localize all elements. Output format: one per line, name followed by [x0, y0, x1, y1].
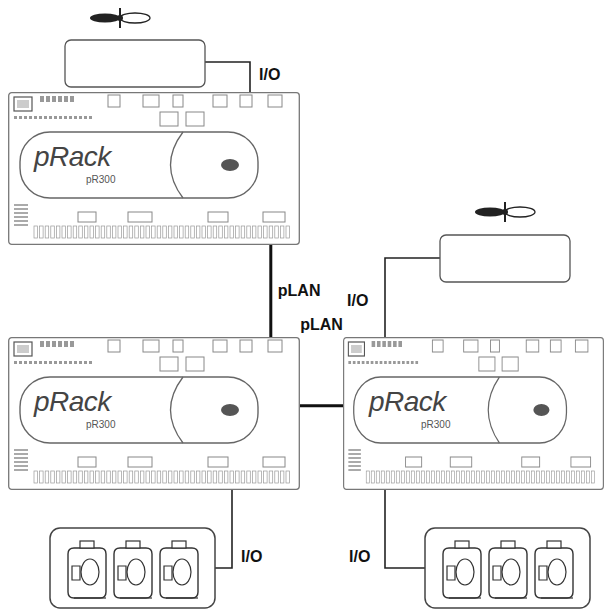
- fan-box: [65, 40, 205, 87]
- compressor-symbol: [535, 541, 573, 598]
- model-name: pR300: [86, 419, 115, 430]
- signal-label: I/O: [240, 548, 263, 566]
- fan-symbol: [90, 8, 150, 28]
- compressor-box: [425, 528, 590, 608]
- io-wire: [205, 62, 250, 92]
- signal-label: I/O: [348, 548, 371, 566]
- io-wire: [215, 490, 232, 568]
- link-label: pLAN: [299, 316, 344, 334]
- compressor-symbol: [489, 541, 527, 598]
- compressor-group: [425, 528, 590, 608]
- brand-logo: pRack: [34, 142, 111, 173]
- io-wire: [385, 490, 425, 568]
- compressor-group: [50, 528, 215, 608]
- model-name: pR300: [421, 419, 450, 430]
- signal-label: I/O: [258, 66, 281, 84]
- compressor-symbol: [68, 541, 106, 598]
- controller-board: pRackpR300: [8, 92, 300, 245]
- brand-logo: pRack: [369, 387, 446, 418]
- fan-unit: [440, 202, 570, 282]
- link-label: pLAN: [277, 282, 322, 300]
- fan-unit: [65, 8, 205, 87]
- fan-box: [440, 235, 570, 282]
- brand-logo: pRack: [34, 387, 111, 418]
- plan-link: [269, 245, 272, 337]
- compressor-symbol: [443, 541, 481, 598]
- compressor-symbol: [114, 541, 152, 598]
- io-wire: [385, 258, 440, 337]
- fan-symbol: [475, 202, 535, 222]
- compressor-box: [50, 528, 215, 608]
- plan-link: [300, 404, 343, 407]
- compressor-symbol: [160, 541, 198, 598]
- signal-label: I/O: [346, 292, 369, 310]
- controller-board: pRackpR300: [343, 337, 604, 490]
- model-name: pR300: [86, 174, 115, 185]
- controller-board: pRackpR300: [8, 337, 300, 490]
